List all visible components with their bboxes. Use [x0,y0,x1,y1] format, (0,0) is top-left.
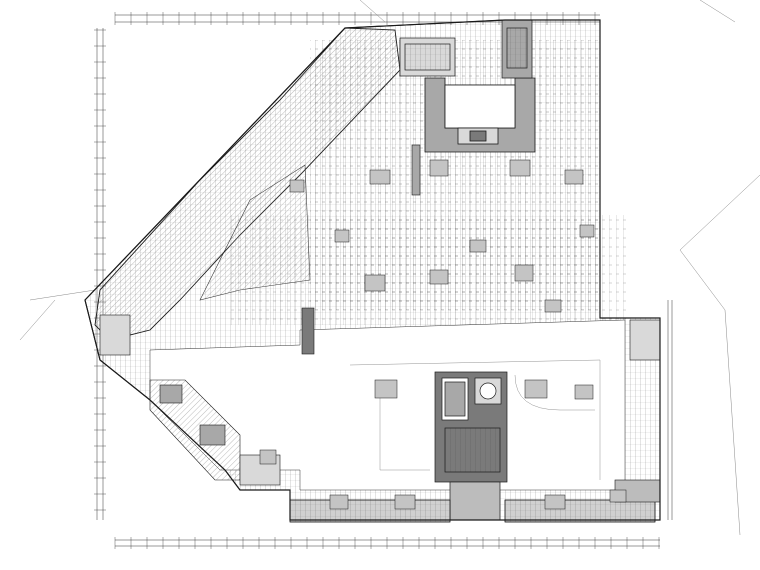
room-block [429,159,449,177]
courtyard-u-block [424,77,536,153]
room-block [524,379,548,399]
room-block [579,224,595,238]
vertical-corridor [301,144,421,355]
room-block [544,299,562,313]
room-block [374,379,398,399]
room-block [574,384,594,400]
room-blocks [259,159,627,510]
room-block [394,494,416,510]
room-block [544,494,566,510]
room-block [259,449,277,465]
room-block [364,274,386,292]
room-block [429,269,449,285]
room-block [334,229,350,243]
central-core [434,371,508,521]
site-boundary-lines [19,0,760,536]
room-block [509,159,531,177]
room-block [564,169,584,185]
room-block [329,494,349,510]
lower-left-wing [99,314,281,486]
room-block [369,169,391,185]
room-block [289,179,305,193]
room-block [609,489,627,503]
room-block [469,239,487,253]
building-outline [84,19,661,521]
top-tower-block [399,19,533,79]
room-block [514,264,534,282]
